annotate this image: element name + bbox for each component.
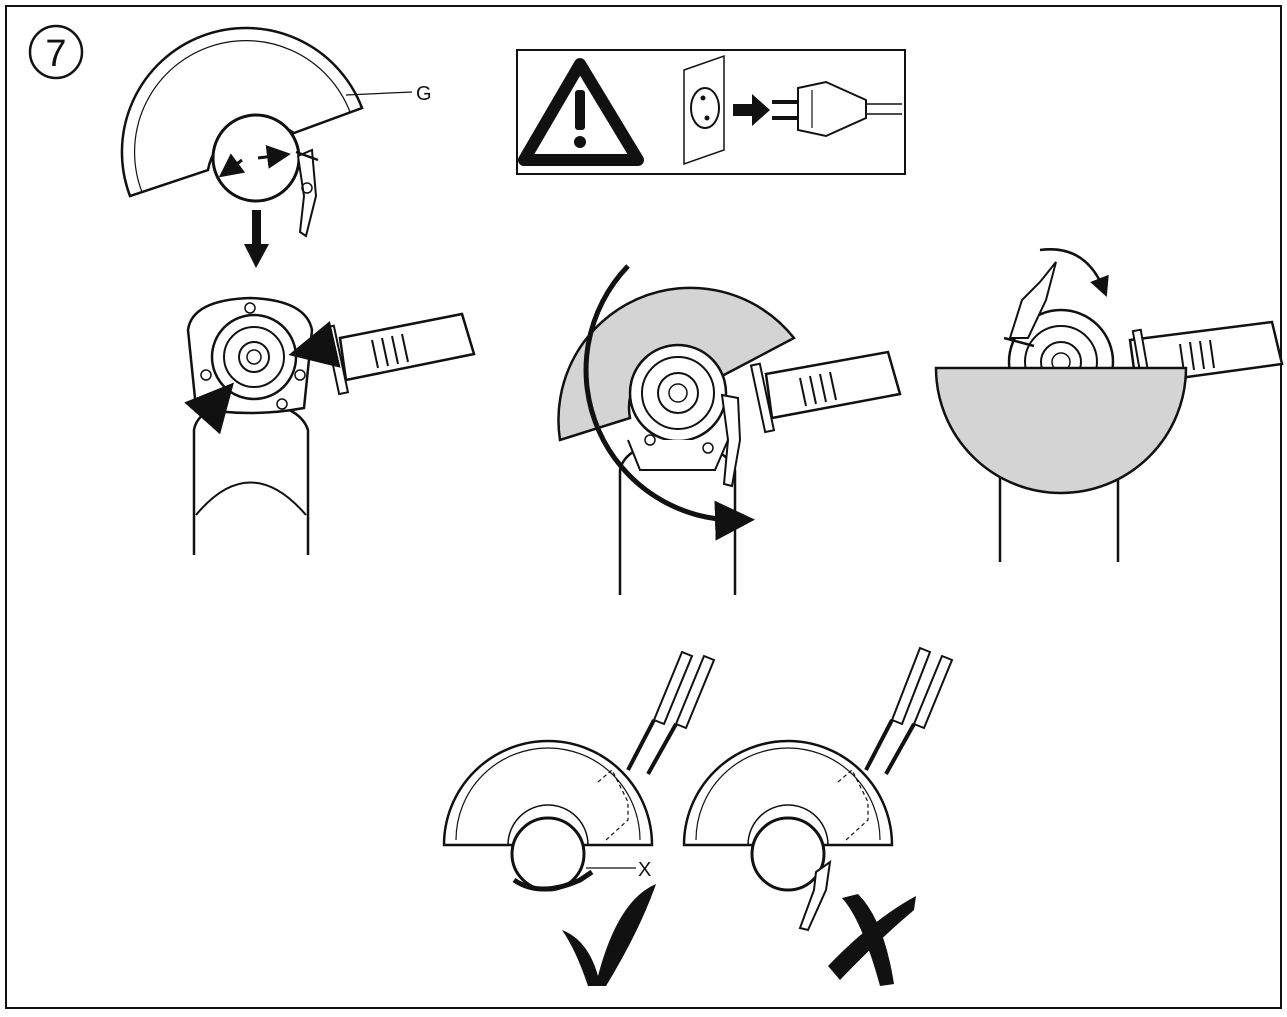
wall-socket-icon [683,54,725,166]
lock-arrow-icon [1039,248,1109,297]
check-mark-icon [562,884,656,986]
arrow-right-icon [733,94,770,126]
grinder-with-guard-rotating [557,264,902,595]
screwdriver-icon [864,646,954,775]
plug-icon [772,80,902,138]
label-g-leader [345,91,413,96]
guard-correct-adjustment [442,650,716,892]
rotate-arrow-icon [583,264,755,541]
guard-exploded [120,26,364,238]
cross-mark-icon [828,894,916,986]
arrow-down-icon [244,210,269,268]
grinder-with-guard-locked [934,248,1284,562]
label-x: X [638,859,651,881]
side-handle [323,312,476,396]
grinder-head-without-guard [184,296,476,555]
step-number: 7 [45,33,66,75]
guard-incorrect-adjustment [682,646,954,932]
unplug-warning-box [516,49,906,175]
label-g: G [416,83,432,105]
side-handle [749,350,902,434]
warning-triangle-icon [518,58,644,166]
page-frame [5,5,1282,1009]
screwdriver-icon [626,650,716,775]
step-number-badge: 7 [28,24,84,80]
